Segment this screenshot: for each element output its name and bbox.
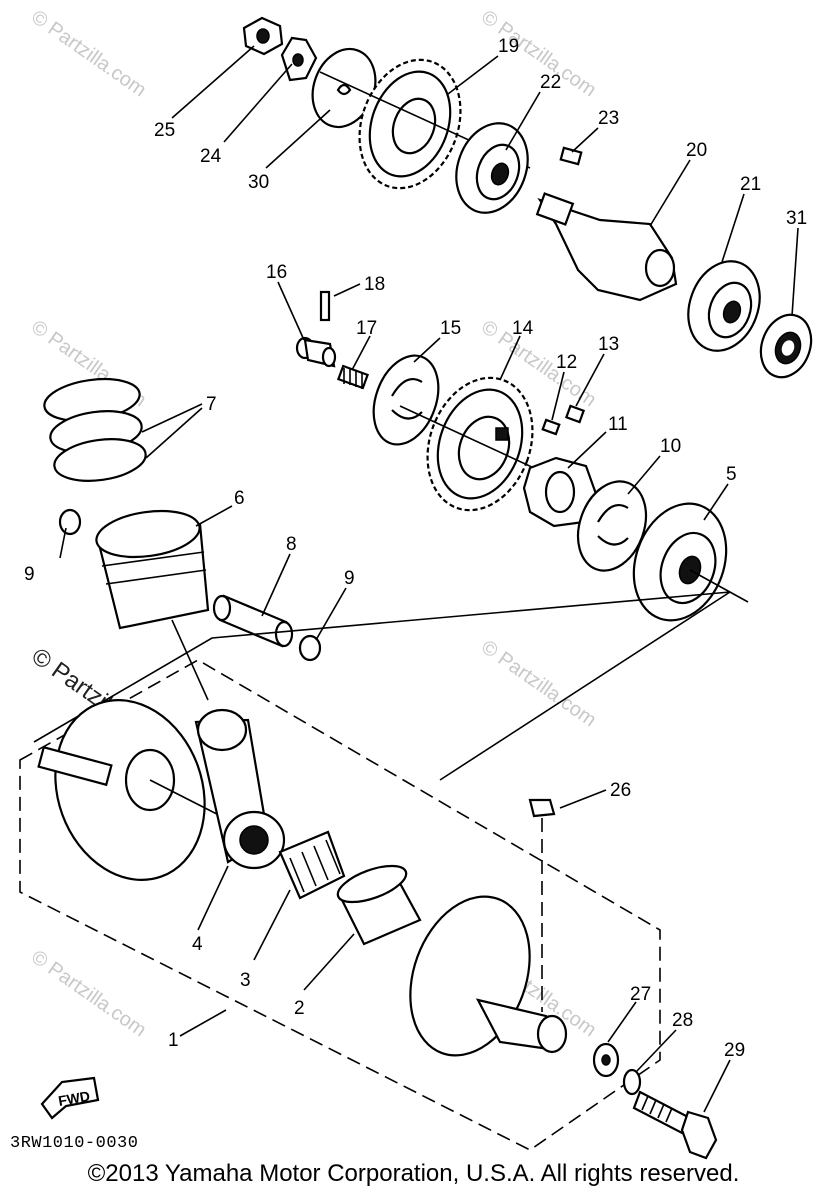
callout-7: 7 xyxy=(206,394,217,415)
part-5-bearing xyxy=(632,502,749,622)
callout-3: 3 xyxy=(240,970,251,991)
part-23-key xyxy=(559,146,583,166)
callout-13: 13 xyxy=(598,334,619,355)
callout-31: 31 xyxy=(786,208,807,229)
part-8-piston-pin xyxy=(212,594,294,648)
callout-27: 27 xyxy=(630,984,651,1005)
fastener-group xyxy=(592,1042,718,1160)
callout-19: 19 xyxy=(498,36,519,57)
leader-lines xyxy=(59,45,799,1113)
fwd-arrow-icon: FWD xyxy=(40,1076,100,1120)
callout-22: 22 xyxy=(540,72,561,93)
part-26-key xyxy=(528,798,556,818)
callout-17: 17 xyxy=(356,318,377,339)
callout-9: 9 xyxy=(24,564,35,585)
callout-5: 5 xyxy=(726,464,737,485)
callout-4: 4 xyxy=(192,934,203,955)
callout-15: 15 xyxy=(440,318,461,339)
part-29-bolt xyxy=(632,1090,718,1160)
callout-14: 14 xyxy=(512,318,534,339)
piston-assembly xyxy=(43,377,322,662)
callout-8: 8 xyxy=(286,534,297,555)
part-28-lock-washer xyxy=(622,1068,642,1096)
part-12-spring xyxy=(541,418,561,436)
part-16-pin xyxy=(295,336,337,368)
callout-12: 12 xyxy=(556,352,577,373)
part-7-piston-rings xyxy=(43,377,147,482)
fwd-label: FWD xyxy=(57,1088,91,1109)
watermark: © Partzilla.com xyxy=(27,6,150,101)
diagram-code: 3RW1010-0030 xyxy=(10,1134,139,1153)
watermark: © Partzilla.com xyxy=(477,6,600,101)
callout-6: 6 xyxy=(234,488,245,509)
callout-10: 10 xyxy=(660,436,681,457)
part-18-pin xyxy=(319,290,331,322)
callout-28: 28 xyxy=(672,1010,693,1031)
callout-20: 20 xyxy=(686,140,707,161)
part-9-clip xyxy=(298,634,322,662)
callout-21: 21 xyxy=(740,174,761,195)
copyright-notice: ©2013 Yamaha Motor Corporation, U.S.A. A… xyxy=(87,1160,740,1187)
part-25-nut xyxy=(242,16,284,56)
part-11-hub xyxy=(522,456,598,528)
part-24-lock-washer xyxy=(280,36,318,82)
watermark: © Partzilla.com xyxy=(27,946,150,1041)
callout-30: 30 xyxy=(248,172,269,193)
part-4-connecting-rod xyxy=(194,708,286,870)
part-21-bearing xyxy=(687,260,761,352)
balancer-shaft-assembly xyxy=(242,16,813,379)
part-1-crank-left xyxy=(37,699,261,881)
callout-25: 25 xyxy=(154,120,175,141)
crankshaft-assembly xyxy=(19,591,731,1151)
part-15-plate xyxy=(372,354,440,446)
callout-18: 18 xyxy=(364,274,385,295)
callout-24: 24 xyxy=(200,146,222,167)
part-1-crank-right xyxy=(409,895,568,1057)
callout-29: 29 xyxy=(724,1040,745,1061)
callout-23: 23 xyxy=(598,108,619,129)
part-13-pin xyxy=(564,404,586,424)
callout-1: 1 xyxy=(168,1030,179,1051)
part-30-plate xyxy=(311,47,377,129)
watermark: © Partzilla.com xyxy=(477,636,600,731)
part-31-oil-seal xyxy=(759,313,813,379)
drive-gear-assembly xyxy=(295,290,749,622)
part-22-bearing xyxy=(455,122,529,214)
part-6-piston xyxy=(95,509,210,630)
part-20-balancer-shaft xyxy=(535,192,678,302)
part-3-needle-bearing xyxy=(278,830,346,900)
part-9-clip xyxy=(58,508,82,536)
callout-2: 2 xyxy=(294,998,305,1019)
callout-16: 16 xyxy=(266,262,287,283)
callout-26: 26 xyxy=(610,780,631,801)
callout-9: 9 xyxy=(344,568,355,589)
callout-labels: 25 24 30 19 22 23 20 21 31 16 18 17 15 1… xyxy=(24,36,807,1061)
part-2-crank-pin xyxy=(336,864,422,946)
callout-11: 11 xyxy=(608,414,628,435)
part-17-spring xyxy=(336,364,370,390)
